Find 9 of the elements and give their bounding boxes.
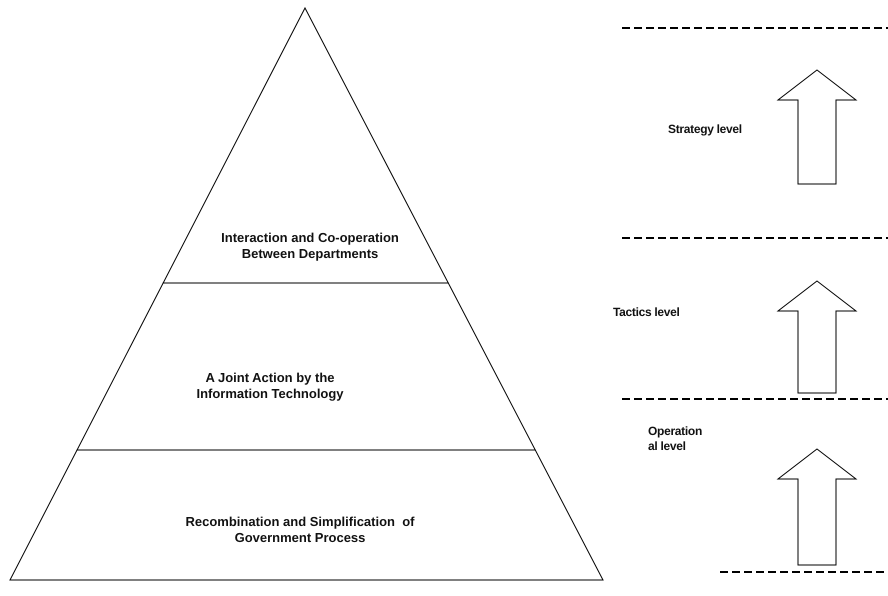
pyramid-section [77, 283, 536, 450]
pyramid-section [10, 450, 603, 580]
level-label: Tactics level [613, 305, 681, 320]
section-text: A Joint Action by the Information Technology [195, 370, 345, 402]
pyramid-top-section [163, 8, 449, 283]
level-label: Strategy level [668, 122, 743, 137]
section-text: Recombination and Simplification of Government Process [184, 514, 416, 546]
level-label: Operation al level [648, 424, 703, 454]
section-text: Interaction and Co-operation Between Departments [220, 230, 400, 262]
